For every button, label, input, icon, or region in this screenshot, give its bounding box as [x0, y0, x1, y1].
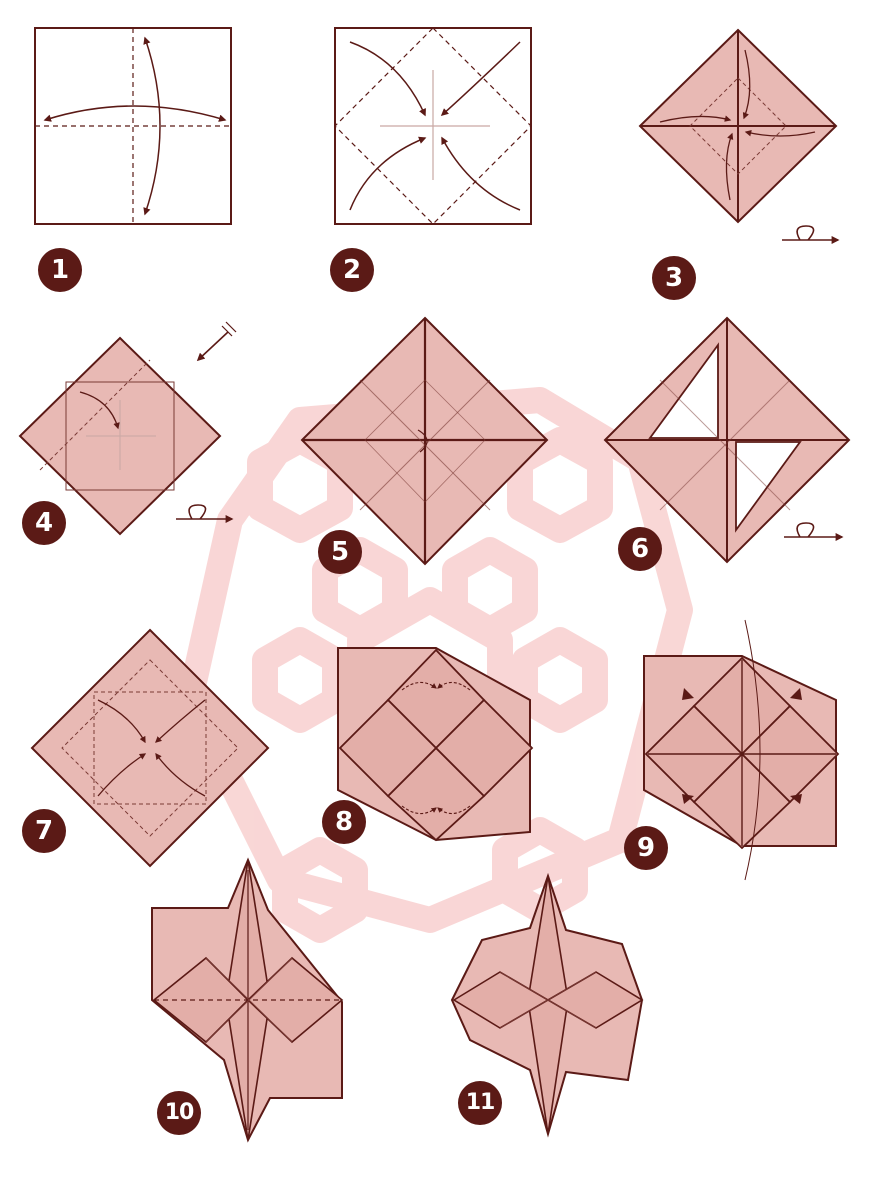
step-number-badge: 11: [458, 1081, 502, 1125]
step-7-diagram: [32, 630, 268, 866]
step-1-diagram: [35, 28, 231, 224]
step-number-badge: 3: [652, 256, 696, 300]
step-2-diagram: [335, 28, 531, 224]
step-number-badge: 1: [38, 248, 82, 292]
turn-over-icon: [784, 523, 842, 537]
fold-arrow-icon: [198, 322, 236, 360]
step-number-badge: 8: [322, 800, 366, 844]
step-3-diagram: [640, 30, 836, 222]
step-9-diagram: [644, 620, 838, 880]
step-number-badge: 4: [22, 501, 66, 545]
step-number-badge: 10: [157, 1091, 201, 1135]
step-number-badge: 6: [618, 527, 662, 571]
step-number-badge: 9: [624, 826, 668, 870]
step-5-diagram: [302, 318, 547, 564]
step-number-badge: 2: [330, 248, 374, 292]
step-number-badge: 7: [22, 809, 66, 853]
turn-over-icon: [782, 226, 838, 240]
step-number-badge: 5: [318, 530, 362, 574]
